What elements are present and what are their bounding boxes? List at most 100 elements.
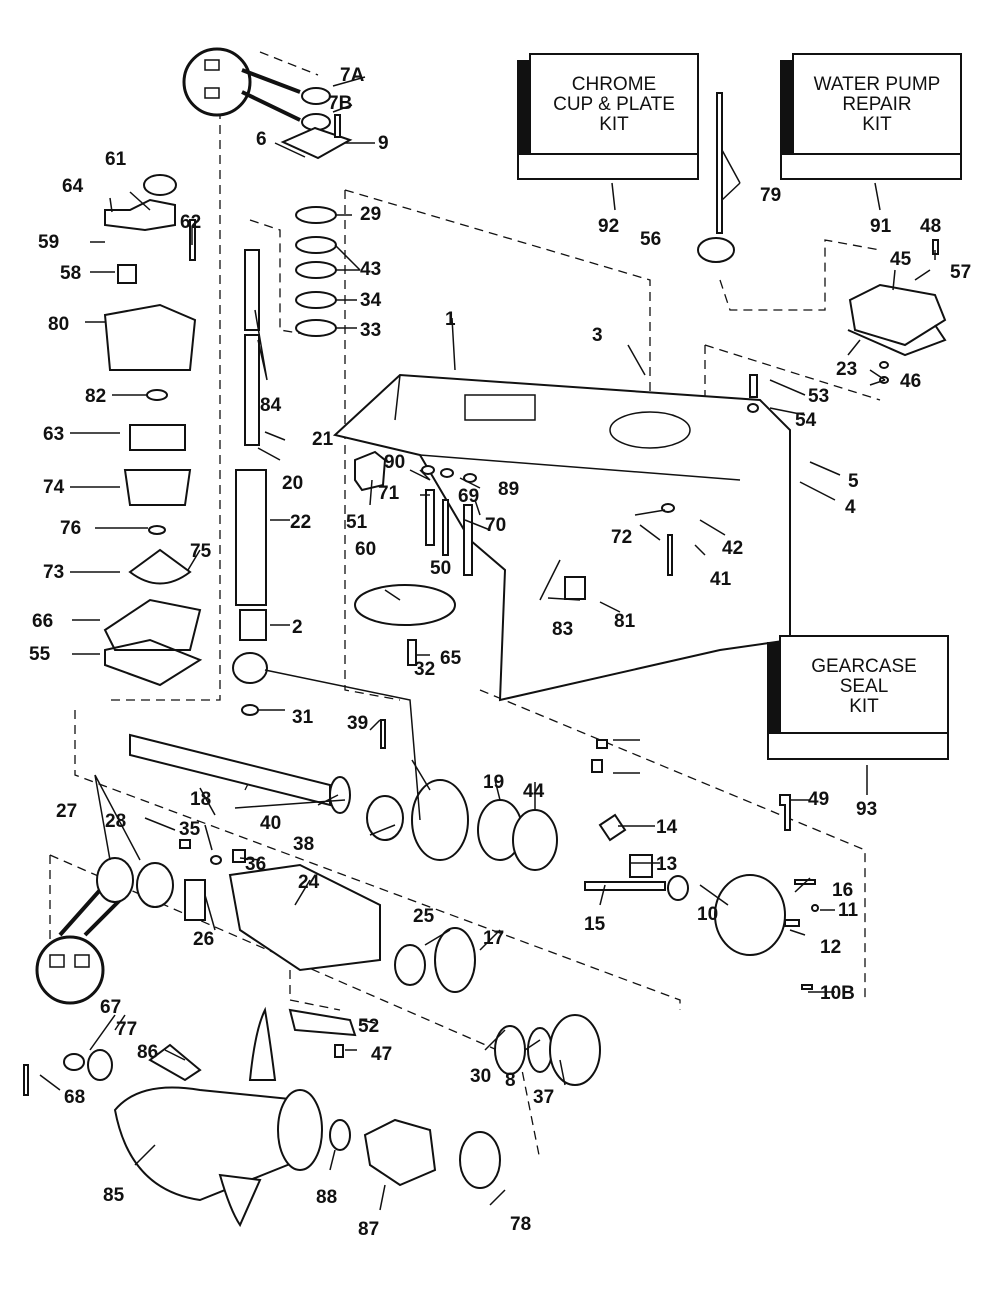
part-callout-63: 63 xyxy=(43,424,65,445)
kit-label: GEARCASE SEAL KIT xyxy=(779,635,949,739)
part-callout-3: 3 xyxy=(592,325,603,346)
gearcase-housing xyxy=(332,373,791,702)
propeller-shaft-and-gears xyxy=(96,719,601,1086)
part-callout-10: 10 xyxy=(697,904,719,925)
part-callout-33: 33 xyxy=(360,320,382,341)
part-callout-35: 35 xyxy=(179,819,201,840)
part-callout-62: 62 xyxy=(180,212,202,233)
part-callout-47: 47 xyxy=(371,1044,393,1065)
part-callout-50: 50 xyxy=(430,558,452,579)
part-callout-80: 80 xyxy=(48,314,70,335)
kit-gearcase-seal: GEARCASE SEAL KIT xyxy=(767,635,949,765)
part-callout-34: 34 xyxy=(360,290,382,311)
housing-hardware xyxy=(354,374,759,666)
shift-parts xyxy=(584,739,819,990)
part-callout-37: 37 xyxy=(533,1087,555,1108)
part-callout-53: 53 xyxy=(808,386,830,407)
part-callout-83: 83 xyxy=(552,619,574,640)
part-callout-8: 8 xyxy=(505,1070,516,1091)
part-callout-6: 6 xyxy=(256,129,267,150)
part-callout-55: 55 xyxy=(29,644,51,665)
part-callout-38: 38 xyxy=(293,834,315,855)
part-callout-16: 16 xyxy=(832,880,854,901)
part-callout-14: 14 xyxy=(656,817,678,838)
part-callout-25: 25 xyxy=(413,906,435,927)
part-callout-22: 22 xyxy=(290,512,312,533)
kit-label: WATER PUMP REPAIR KIT xyxy=(792,53,962,157)
part-callout-79: 79 xyxy=(760,185,782,206)
part-callout-81: 81 xyxy=(614,611,636,632)
part-callout-5: 5 xyxy=(848,471,859,492)
part-callout-59: 59 xyxy=(38,232,60,253)
drive-shaft xyxy=(232,249,268,716)
part-callout-61: 61 xyxy=(105,149,127,170)
part-callout-9: 9 xyxy=(378,133,389,154)
part-callout-13: 13 xyxy=(656,854,678,875)
part-callout-85: 85 xyxy=(103,1185,125,1206)
part-callout-76: 76 xyxy=(60,518,82,539)
part-callout-19: 19 xyxy=(483,772,505,793)
part-callout-52: 52 xyxy=(358,1016,380,1037)
part-callout-12: 12 xyxy=(820,937,842,958)
part-callout-57: 57 xyxy=(950,262,972,283)
part-callout-87: 87 xyxy=(358,1219,380,1240)
part-callout-51: 51 xyxy=(346,512,368,533)
part-callout-91: 91 xyxy=(870,216,892,237)
part-callout-32: 32 xyxy=(414,659,436,680)
part-callout-78: 78 xyxy=(510,1214,532,1235)
part-callout-7b: 7B xyxy=(328,93,353,114)
part-callout-11: 11 xyxy=(838,900,859,921)
seal-stack xyxy=(280,87,353,337)
part-callout-23: 23 xyxy=(836,359,858,380)
part-callout-1: 1 xyxy=(445,309,456,330)
part-callout-44: 44 xyxy=(523,781,545,802)
part-callout-48: 48 xyxy=(920,216,942,237)
part-callout-92: 92 xyxy=(598,216,620,237)
part-callout-68: 68 xyxy=(64,1087,86,1108)
part-callout-71: 71 xyxy=(378,483,400,504)
part-callout-70: 70 xyxy=(485,515,507,536)
part-callout-30: 30 xyxy=(470,1066,492,1087)
part-callout-64: 64 xyxy=(62,176,84,197)
kit-chrome-cup-plate: CHROME CUP & PLATE KIT xyxy=(517,53,699,183)
part-callout-26: 26 xyxy=(193,929,215,950)
part-callout-7a: 7A xyxy=(340,65,365,86)
kit-label: CHROME CUP & PLATE KIT xyxy=(529,53,699,157)
part-callout-90: 90 xyxy=(384,452,406,473)
propeller-assembly xyxy=(23,1006,501,1228)
part-callout-72: 72 xyxy=(611,527,633,548)
part-callout-36: 36 xyxy=(245,854,267,875)
part-callout-2: 2 xyxy=(292,617,303,638)
part-callout-17: 17 xyxy=(483,928,505,949)
part-callout-93: 93 xyxy=(856,799,878,820)
part-callout-31: 31 xyxy=(292,707,314,728)
part-callout-60: 60 xyxy=(355,539,377,560)
part-callout-10b: 10B xyxy=(820,983,855,1004)
part-callout-69: 69 xyxy=(458,486,480,507)
part-callout-75: 75 xyxy=(190,541,212,562)
water-pump-parts xyxy=(103,174,203,687)
part-callout-54: 54 xyxy=(795,410,817,431)
part-callout-42: 42 xyxy=(722,538,744,559)
part-callout-89: 89 xyxy=(498,479,520,500)
part-callout-4: 4 xyxy=(845,497,856,518)
part-callout-82: 82 xyxy=(85,386,107,407)
part-callout-18: 18 xyxy=(190,789,212,810)
part-callout-49: 49 xyxy=(808,789,830,810)
part-callout-67: 67 xyxy=(100,997,122,1018)
part-callout-39: 39 xyxy=(347,713,369,734)
part-callout-40: 40 xyxy=(260,813,282,834)
part-callout-43: 43 xyxy=(360,259,382,280)
seal-detail-inset-top xyxy=(182,47,301,122)
leader-lines xyxy=(39,76,936,1211)
part-callout-77: 77 xyxy=(116,1019,138,1040)
part-callout-84: 84 xyxy=(260,395,282,416)
part-callout-86: 86 xyxy=(137,1042,159,1063)
water-pump-housing-parts xyxy=(697,92,947,384)
part-callout-58: 58 xyxy=(60,263,82,284)
part-callout-88: 88 xyxy=(316,1187,338,1208)
part-callout-29: 29 xyxy=(360,204,382,225)
part-callout-65: 65 xyxy=(440,648,462,669)
